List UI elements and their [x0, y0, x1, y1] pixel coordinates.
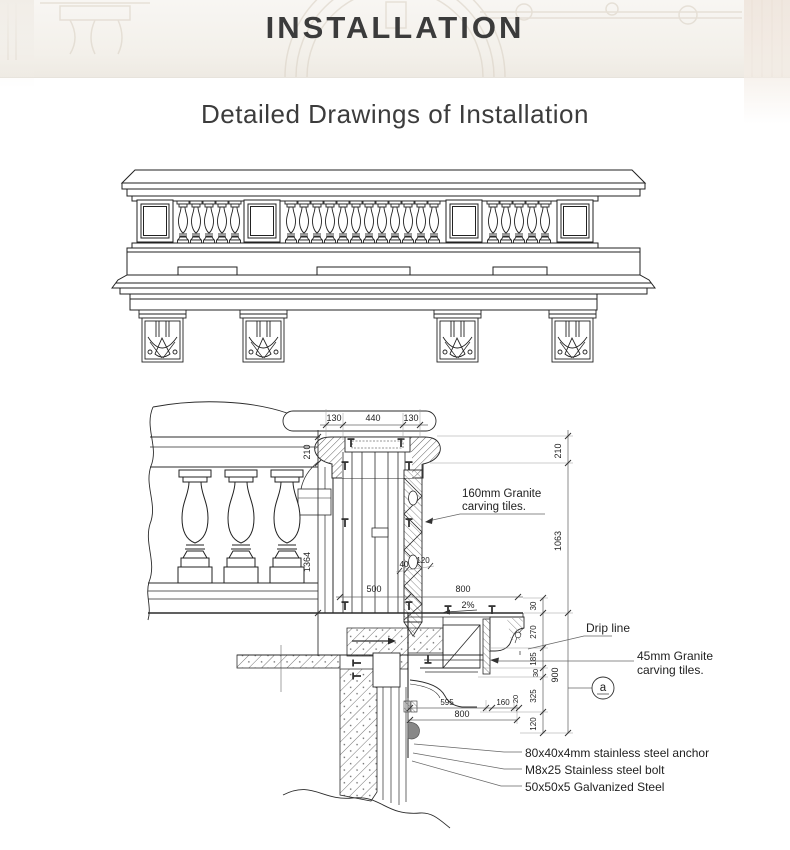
label-steel-anchor: 80x40x4mm stainless steel anchor [525, 746, 709, 760]
dimension-lines [314, 409, 573, 737]
corbel-bracket [239, 309, 288, 363]
pedestal-panel [445, 199, 483, 243]
dim-800-upper: 800 [455, 584, 470, 594]
pedestal-panel [136, 199, 174, 243]
balustrade-elevation-drawing [111, 169, 656, 363]
pedestal-panel [243, 199, 281, 243]
dim-160: 160 [496, 698, 510, 707]
dim-30-top: 30 [529, 601, 538, 610]
balcony-slab-section [148, 612, 525, 713]
anchor-plate [372, 652, 401, 688]
corbel-bracket [433, 309, 482, 363]
dim-top-440: 440 [365, 413, 380, 423]
break-line [282, 789, 451, 829]
detail-marker-circle [591, 676, 615, 700]
baluster [269, 469, 305, 584]
section-title: Detailed Drawings of Installation [201, 99, 589, 129]
installation-banner: INSTALLATION [0, 0, 790, 78]
steel-bracket [407, 721, 420, 740]
dim-325: 325 [529, 689, 538, 703]
dim-595: 595 [440, 698, 454, 707]
banner-right-extension [744, 0, 790, 124]
label-steel-bolt: M8x25 Stainless steel bolt [525, 763, 665, 777]
label-galvanized-steel: 50x50x5 Galvanized Steel [525, 780, 664, 794]
dimension-texts: 130 440 130 210 1364 210 1063 900 30 270… [302, 413, 563, 731]
dowel-box [371, 527, 389, 538]
corbel-bracket [548, 309, 597, 363]
dim-slope-2pct: 2% [461, 600, 474, 610]
pedestal-section [314, 436, 441, 637]
label-granite-160-line2: carving tiles. [462, 501, 526, 513]
balustrade-elevation [111, 169, 656, 311]
elevation-fragment [147, 401, 437, 621]
pedestal-panel [556, 199, 594, 243]
dim-20: 20 [511, 695, 520, 703]
dim-900: 900 [550, 667, 560, 682]
dim-top-130-left: 130 [326, 413, 341, 423]
dim-1063: 1063 [553, 531, 563, 551]
dim-185: 185 [529, 652, 538, 666]
dim-800-lower: 800 [454, 709, 469, 719]
baluster [177, 469, 213, 584]
dim-1364: 1364 [302, 552, 312, 572]
dim-210-right: 210 [553, 443, 563, 458]
label-drip-line: Drip line [586, 621, 630, 635]
dim-270: 270 [529, 625, 538, 639]
dim-120-tile: 120 [416, 556, 430, 565]
corbel-bracket [138, 309, 187, 363]
banner-title: INSTALLATION [265, 10, 525, 45]
dim-top-130-right: 130 [403, 413, 418, 423]
wall-section [236, 613, 451, 829]
annotations: 160mm Granite carving tiles. Drip line 4… [411, 488, 713, 794]
installation-section-drawing: 130 440 130 210 1364 210 1063 900 30 270… [147, 401, 713, 829]
dim-40: 40 [400, 560, 409, 569]
dim-30-mid: 30 [531, 669, 540, 677]
dim-210-left: 210 [302, 444, 312, 459]
detail-marker-letter: a [600, 682, 607, 694]
baluster-row [176, 200, 552, 244]
granite-tile-strip [403, 469, 423, 637]
label-granite-160-line1: 160mm Granite [462, 488, 541, 500]
dim-120-bottom: 120 [529, 717, 538, 731]
label-granite-45-line1: 45mm Granite [637, 649, 713, 663]
baluster [223, 469, 259, 584]
banner-left-extension [0, 0, 34, 88]
dim-500: 500 [366, 584, 381, 594]
label-granite-45-line2: carving tiles. [637, 663, 704, 677]
